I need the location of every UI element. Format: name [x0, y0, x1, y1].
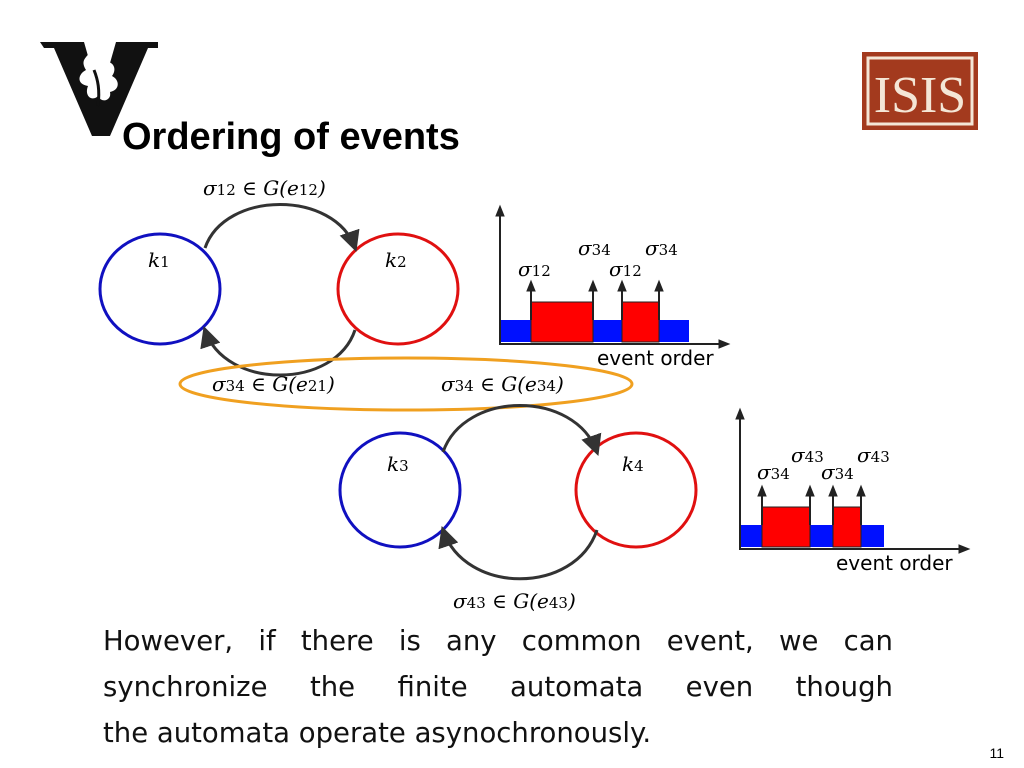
state-k4-label: k4: [622, 452, 644, 476]
state-k2-circle: [336, 232, 460, 346]
timeline-b-axis-label: event order: [836, 551, 953, 575]
timeline-a-red-block-1: [530, 301, 594, 343]
timeline-a-event-label-4: σ34: [645, 236, 678, 260]
edge-e34-label: σ34 ∈ G(e34): [441, 372, 564, 396]
timeline-a-red-block-2: [621, 301, 660, 343]
state-k3-circle: [338, 431, 462, 549]
edge-e12-arrow: [203, 203, 360, 252]
slide-title: Ordering of events: [122, 116, 460, 158]
body-paragraph: However, if there is any common event, w…: [103, 618, 893, 756]
timeline-b-event-label-1: σ34: [757, 460, 790, 484]
timeline-b-event-label-4: σ43: [857, 443, 890, 467]
timeline-a-blue-bar: [500, 320, 689, 342]
timeline-b-event-label-3: σ34: [821, 460, 854, 484]
timeline-b-red-block-1: [761, 506, 811, 548]
body-line-2: synchronize the finite automata even tho…: [103, 671, 893, 703]
timeline-a-event-label-1: σ12: [518, 257, 551, 281]
state-k4-circle: [574, 431, 698, 549]
state-k1-circle: [98, 232, 222, 346]
state-k3-label: k3: [387, 452, 409, 476]
state-k2-label: k2: [385, 248, 407, 272]
isis-logo: ISIS: [862, 52, 978, 130]
timeline-b-event-label-2: σ43: [791, 443, 824, 467]
common-event-highlight: [178, 356, 634, 412]
edge-e12-label: σ12 ∈ G(e12): [203, 176, 326, 200]
timeline-a-event-label-2: σ34: [578, 236, 611, 260]
edge-e34-arrow: [441, 404, 602, 456]
page-number: 11: [989, 745, 1004, 761]
timeline-b-red-block-2: [832, 506, 862, 548]
edge-e21-arrow: [200, 326, 357, 377]
isis-logo-mark: ISIS: [866, 56, 974, 126]
timeline-b: [735, 407, 971, 554]
timeline-a: [495, 204, 731, 349]
timeline-a-axis-label: event order: [597, 346, 714, 370]
edge-e21-label: σ34 ∈ G(e21): [212, 372, 335, 396]
body-line-1: However, if there is any common event, w…: [103, 625, 893, 657]
isis-logo-text: ISIS: [874, 67, 966, 124]
vanderbilt-v-logo: [40, 42, 158, 136]
timeline-a-event-label-3: σ12: [609, 257, 642, 281]
state-k1-label: k1: [148, 248, 170, 272]
edge-e43-label: σ43 ∈ G(e43): [453, 589, 576, 613]
body-line-3: the automata operate asynochronously.: [103, 717, 652, 749]
edge-e43-arrow: [438, 526, 599, 581]
